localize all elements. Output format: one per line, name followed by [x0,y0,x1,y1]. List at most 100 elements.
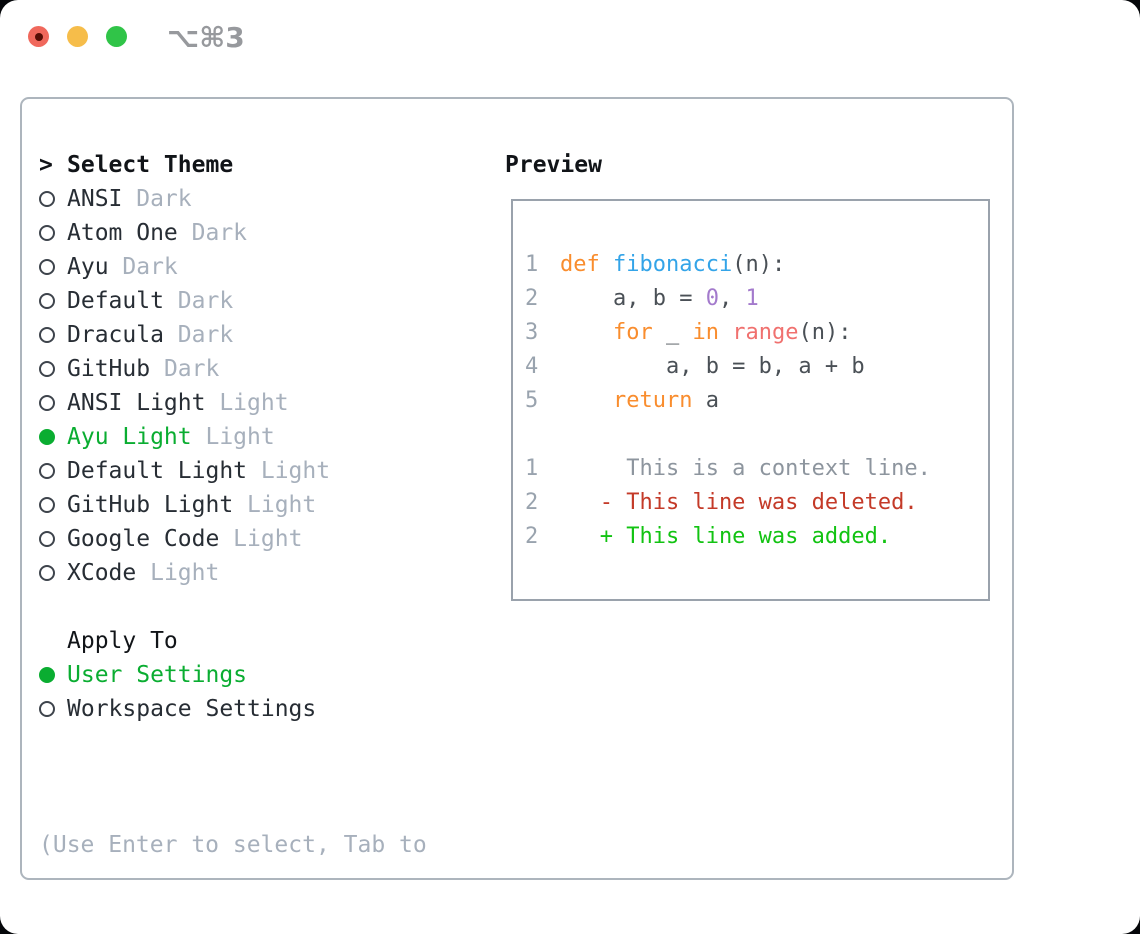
radio-icon [39,395,55,411]
line-content: return a [612,388,719,413]
line-number: 5 [525,388,539,413]
radio-icon [39,531,55,547]
close-button[interactable] [28,26,49,47]
line-content: a, b = 0, 1 [560,286,759,311]
option-variant-label: Dark [122,186,192,212]
theme-list-column: > Select Theme ANSI Dark Atom One Dark A… [39,148,505,878]
line-number: 2 [525,490,539,515]
preview-title: Preview [505,152,602,178]
theme-option[interactable]: ANSI Dark [39,182,505,216]
theme-option[interactable]: GitHub Light Light [39,488,505,522]
line-content: This is a context line. [560,456,931,481]
option-variant-label: Dark [150,356,220,382]
apply-option[interactable]: User Settings [39,658,505,692]
preview-line [525,418,980,452]
apply-to-title: Apply To [67,628,178,654]
preview-header-row: Preview [505,148,988,182]
option-label: ANSI [67,186,123,212]
preview-line: 4 a, b = b, a + b [525,350,980,384]
maximize-button[interactable] [106,26,127,47]
spacer [39,590,505,624]
preview-box: 1 def fibonacci(n): 2 a, b = 0, 1 3 for _… [511,199,990,601]
preview-line: 2 a, b = 0, 1 [525,282,980,316]
line-number: 1 [525,252,539,277]
window-title: ⌥⌘3 [167,21,245,54]
hint-line-1: (Use Enter to select, Tab to [39,832,427,858]
unsaved-indicator-icon [34,32,43,41]
option-label: GitHub Light [67,492,234,518]
preview-line: 1 def fibonacci(n): [525,248,980,282]
option-label: Default Light [67,458,248,484]
radio-icon [39,429,55,445]
line-content: - This line was deleted. [560,490,918,515]
option-label: Dracula [67,322,164,348]
theme-option[interactable]: Ayu Light Light [39,420,505,454]
theme-option[interactable]: XCode Light [39,556,505,590]
option-variant-label: Light [205,390,289,416]
option-variant-label: Dark [163,322,234,348]
radio-icon [39,361,55,377]
option-variant-label: Light [247,458,331,484]
option-label: Google Code [67,526,220,552]
preview-line: 2 - This line was deleted. [525,486,980,520]
apply-to-list: User Settings Workspace Settings [39,658,505,726]
spacer [39,726,505,760]
theme-option[interactable]: Google Code Light [39,522,505,556]
radio-icon [39,259,55,275]
preview-line: 1 This is a context line. [525,452,980,486]
theme-option[interactable]: Dracula Dark [39,318,505,352]
radio-icon [39,497,55,513]
theme-selector-panel: > Select Theme ANSI Dark Atom One Dark A… [20,97,1014,880]
minimize-button[interactable] [67,26,88,47]
theme-option[interactable]: Default Dark [39,284,505,318]
option-label: GitHub [67,356,151,382]
radio-icon [39,667,55,683]
theme-option[interactable]: Ayu Dark [39,250,505,284]
hint-line-2: change focus) [39,930,505,934]
option-variant-label: Light [219,526,303,552]
preview-line: 5 return a [525,384,980,418]
theme-option[interactable]: ANSI Light Light [39,386,505,420]
preview-column: Preview 1 def fibonacci(n): 2 a, b = 0, 1… [505,148,990,878]
theme-option[interactable]: Default Light Light [39,454,505,488]
line-number: 2 [525,524,539,549]
option-label: Default [67,288,164,314]
option-variant-label: Dark [108,254,178,280]
select-theme-header: > Select Theme [39,148,505,182]
radio-icon [39,463,55,479]
line-number: 1 [525,456,539,481]
option-variant-label: Light [233,492,317,518]
hint-text: (Use Enter to select, Tab to change focu… [39,760,505,934]
option-variant-label: Dark [177,220,248,246]
radio-icon [39,225,55,241]
select-theme-title: Select Theme [67,152,234,178]
apply-to-header-row: Apply To [39,624,505,658]
line-number: 2 [525,286,539,311]
preview-line: 3 for _ in range(n): [525,316,980,350]
line-number: 3 [525,320,539,345]
line-content: for _ in range(n): [612,320,852,345]
theme-option[interactable]: GitHub Dark [39,352,505,386]
focus-caret: > [39,152,53,178]
apply-option[interactable]: Workspace Settings [39,692,505,726]
line-number: 4 [525,354,539,379]
option-label: XCode [67,560,137,586]
option-variant-label: Dark [163,288,234,314]
radio-icon [39,327,55,343]
theme-option[interactable]: Atom One Dark [39,216,505,250]
radio-icon [39,565,55,581]
option-variant-label: Light [191,424,275,450]
radio-icon [39,701,55,717]
window-titlebar: ⌥⌘3 [0,0,1140,70]
option-label: Ayu [67,254,109,280]
line-content: def fibonacci(n): [560,252,786,277]
option-label: User Settings [67,662,248,688]
option-label: Atom One [67,220,178,246]
option-variant-label: Light [136,560,220,586]
theme-list: ANSI Dark Atom One Dark Ayu Dark Default… [39,182,505,590]
radio-icon [39,191,55,207]
radio-icon [39,293,55,309]
preview-line: 2 + This line was added. [525,520,980,554]
option-label: Ayu Light [67,424,192,450]
